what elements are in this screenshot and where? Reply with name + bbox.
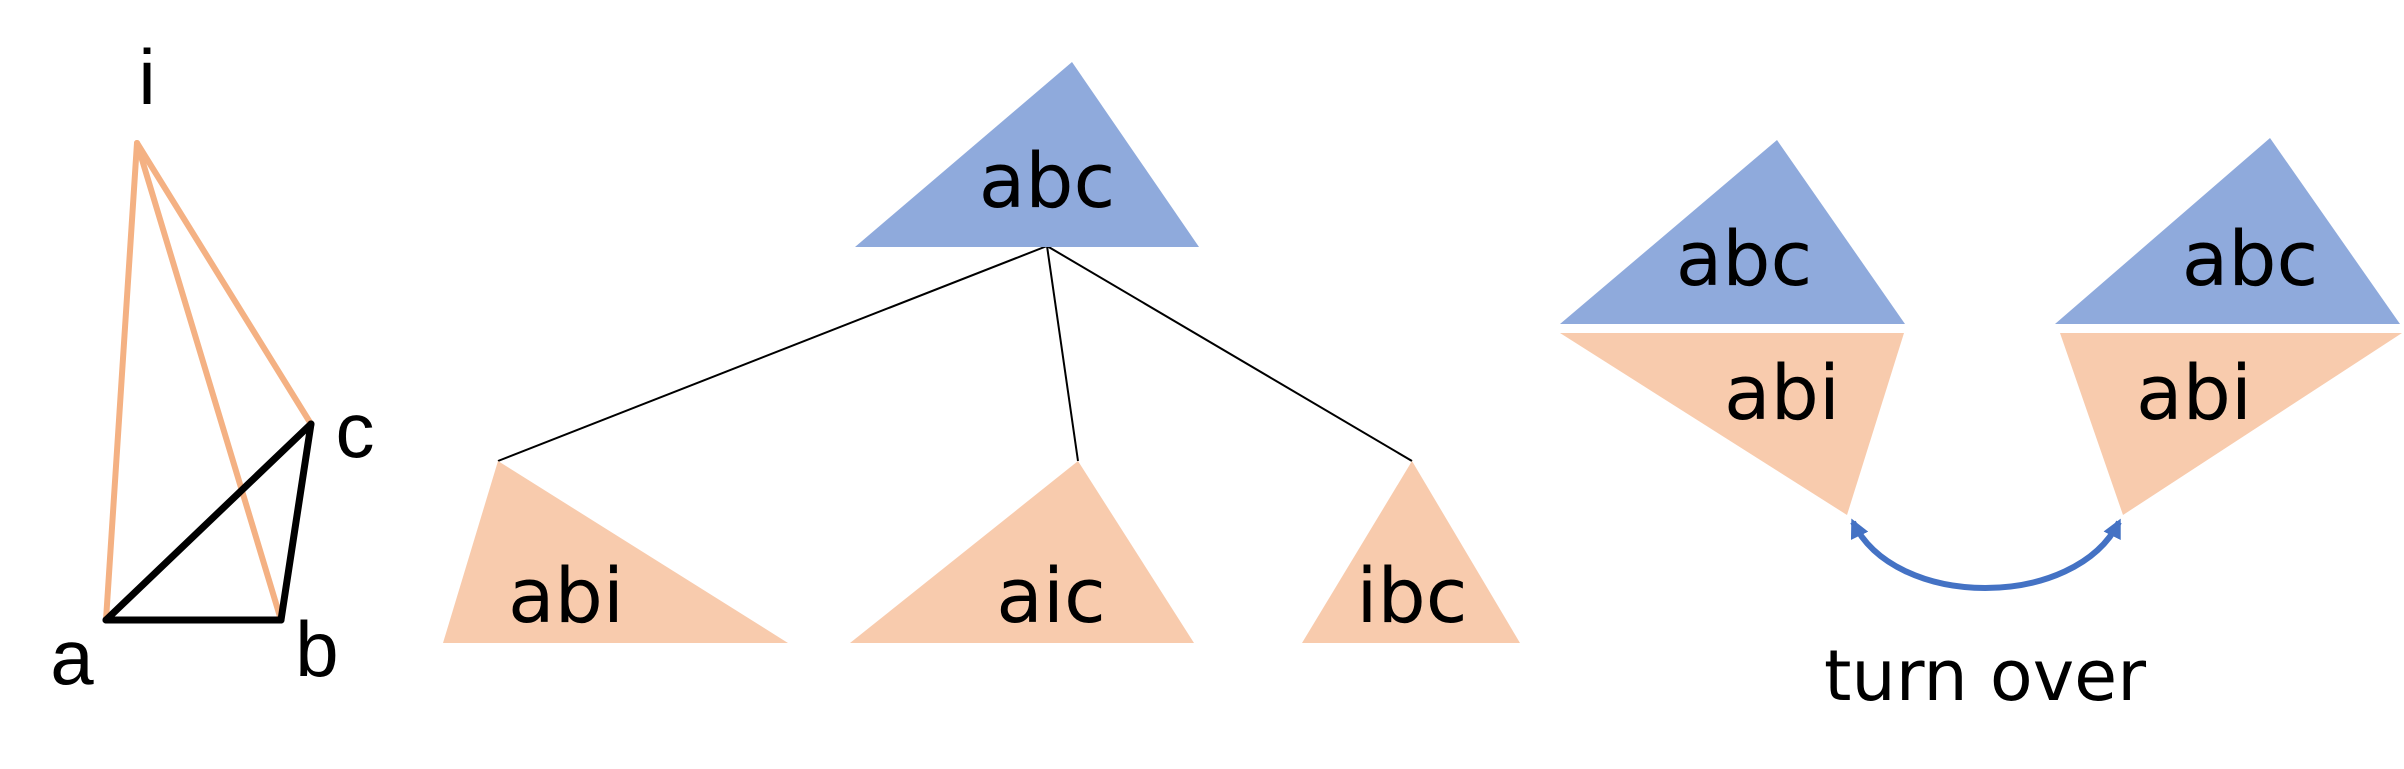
tree-figure: abc abi aic ibc xyxy=(443,62,1520,643)
connector-abc-ibc xyxy=(1046,245,1413,462)
tree-child-label-ibc: ibc xyxy=(1356,551,1467,640)
vertex-label-a: a xyxy=(50,613,94,701)
black-edges xyxy=(102,420,315,624)
flip-left-top-label: abc xyxy=(1676,214,1813,303)
tree-root-triangle xyxy=(855,62,1199,247)
tree-child-triangle-ibc xyxy=(1302,461,1520,643)
tree-child-label-aic: aic xyxy=(996,551,1105,640)
tree-child-triangle-aic xyxy=(850,461,1194,643)
orange-edges xyxy=(103,140,314,623)
flip-left-bottom-label: abi xyxy=(1724,348,1840,437)
flip-right-top-triangle xyxy=(2055,138,2400,324)
connector-abc-abi xyxy=(497,245,1048,462)
flip-left-top-triangle xyxy=(1560,140,1905,324)
tree-connectors xyxy=(497,245,1413,462)
edge-i-a xyxy=(103,140,140,623)
edge-i-c xyxy=(134,140,314,427)
flip-figure: abc abi abc abi turn over xyxy=(1560,138,2402,717)
turn-over-arrow xyxy=(1850,518,2122,591)
flip-right-bottom-triangle xyxy=(2060,333,2402,515)
flip-right-bottom-label: abi xyxy=(2136,348,2252,437)
tree-child-label-abi: abi xyxy=(508,551,624,640)
vertex-label-b: b xyxy=(295,605,338,693)
edge-b-c xyxy=(277,420,315,624)
connector-abc-aic xyxy=(1046,245,1079,462)
edge-i-b xyxy=(134,140,284,623)
vertex-label-c: c xyxy=(336,386,375,474)
tetrahedron-figure: i a b c xyxy=(50,33,374,701)
flip-left-bottom-triangle xyxy=(1560,333,1904,515)
flip-right-top-label: abc xyxy=(2182,214,2319,303)
turn-over-caption: turn over xyxy=(1824,635,2146,717)
tree-child-triangle-abi xyxy=(443,461,788,643)
tree-root-label: abc xyxy=(979,136,1116,225)
vertex-label-i: i xyxy=(138,33,155,121)
edge-a-c xyxy=(102,420,315,624)
